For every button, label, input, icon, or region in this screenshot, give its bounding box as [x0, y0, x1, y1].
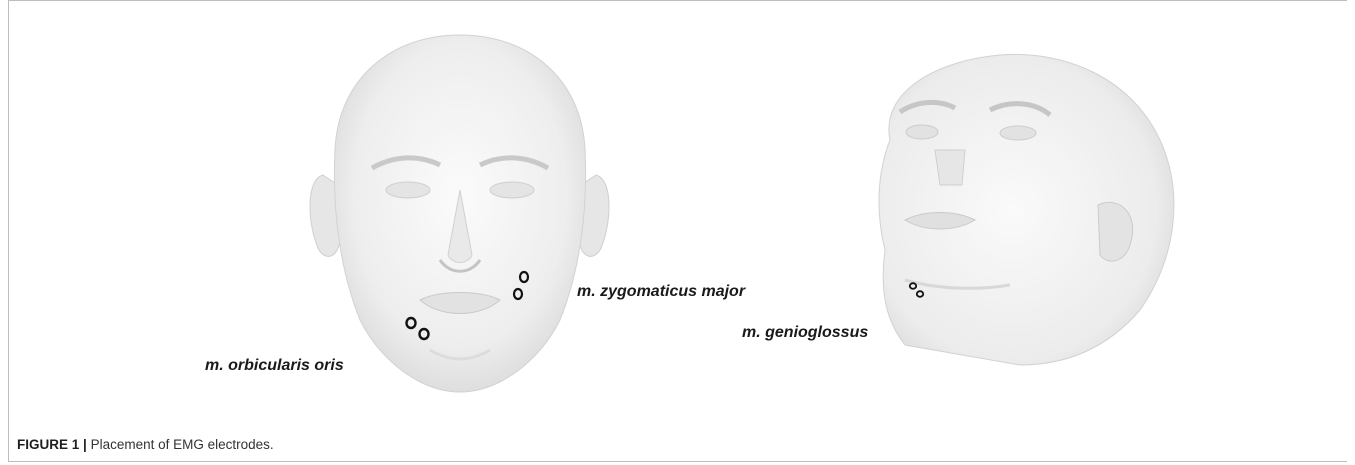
- front-head: [310, 35, 609, 392]
- label-genioglossus: m. genioglossus: [742, 324, 868, 342]
- tilted-head: [879, 54, 1174, 365]
- figure-caption: FIGURE 1 | Placement of EMG electrodes.: [17, 437, 274, 452]
- label-zygomaticus: m. zygomaticus major: [577, 283, 745, 301]
- figure-number: FIGURE 1 |: [17, 437, 87, 452]
- label-orbicularis: m. orbicularis oris: [205, 357, 344, 375]
- figure-caption-text: Placement of EMG electrodes.: [91, 437, 274, 452]
